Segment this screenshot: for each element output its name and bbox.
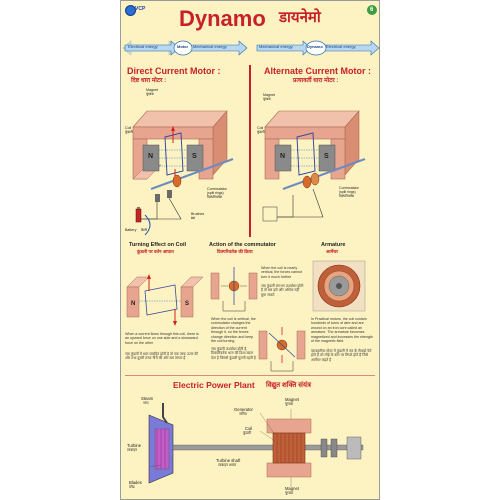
publisher-name: VCP [135, 6, 146, 12]
pp-label-coil: Coil [245, 426, 253, 431]
dc-label-coil-hi: कुंडली [125, 130, 133, 134]
turning-effect-text: When a current flows through this coil, … [125, 332, 199, 345]
turning-effect-title-hindi: कुंडली पर वर्तन आघात [137, 249, 174, 254]
armature-title: Armature [321, 242, 346, 248]
dc-label-battery-hi: बैटरी [141, 228, 147, 232]
pp-label-generator: Generator [234, 407, 253, 412]
dc-label-magnet-hi: चुम्बक [146, 92, 154, 96]
pp-label-blades-hi: ब्लेड [129, 485, 135, 489]
power-plant-divider [125, 375, 375, 376]
pp-label-turbine-shaft-hi: टरबाइन शाफ्ट [218, 463, 237, 467]
commutator-action-text-bottom-hindi: जब कुंडली ऊर्ध्वाधर होती है, दिक्परिवर्त… [211, 347, 256, 360]
armature-title-hindi: आर्मेचर [326, 249, 338, 254]
flow-left-device: Motor [177, 44, 189, 49]
flow-left-arrows [122, 40, 248, 56]
flow-left-output: Mechanical energy [193, 44, 227, 49]
vcp-logo [125, 5, 136, 16]
pp-label-magnet-top-hi: चुम्बक [285, 402, 294, 406]
ac-label-commutator-sub: (split rings) [339, 190, 356, 194]
ac-label-south: S [324, 153, 329, 160]
page-number: 6 [370, 7, 374, 13]
ac-label-coil: Coil [257, 126, 264, 130]
power-plant-title: Electric Power Plant [173, 380, 255, 390]
pp-label-steam-hi: भाप [143, 401, 149, 405]
commutator-action-text-top: When the coil is nearly vertical, the fo… [261, 266, 302, 279]
ac-motor-title: Alternate Current Motor : [264, 66, 372, 76]
ac-label-magnet: Magnet [263, 93, 275, 97]
pp-label-magnet-bottom-hi: चुम्बक [285, 491, 294, 495]
dc-motor-title-hindi: दिष्ट धारा मोटर : [131, 78, 167, 84]
ac-label-commutator-hi: दिक्परिवर्तक [339, 194, 355, 198]
flow-left-input: Electrical energy [128, 44, 158, 49]
dc-label-commutator-hi: दिक्परिवर्तक [207, 195, 223, 199]
dc-label-brushes-hi: ब्रश [191, 216, 196, 220]
commutator-action-bottom-diagram [258, 327, 306, 372]
pp-label-turbine-shaft: Turbine shaft [216, 458, 241, 463]
flow-right-device: Dynamo [307, 44, 323, 49]
pp-label-magnet-bottom: Magnet [285, 486, 299, 491]
flow-right-output: Electrical energy [326, 44, 356, 49]
dc-label-coil: Coil [125, 126, 132, 130]
dc-label-commutator-sub: (split rings) [207, 191, 224, 195]
flow-right-input: Mechanical energy [259, 44, 293, 49]
commutator-action-top-diagram [210, 267, 258, 312]
center-divider [249, 65, 251, 237]
power-plant-diagram [148, 403, 364, 487]
commutator-action-title: Action of the commutator [209, 242, 276, 248]
pp-label-blades: Blades [129, 480, 142, 485]
flow-right-arrows [256, 40, 379, 56]
pp-label-turbine: Turbine [127, 443, 142, 448]
ac-label-north: N [280, 153, 286, 160]
commutator-action-title-hindi: दिक्परिवर्तक की क्रिया [217, 249, 253, 254]
commutator-action-text-top-hindi: जब कुंडली लगभग ऊर्ध्वाधर होती है तो बल इ… [261, 284, 304, 297]
ac-motor-title-hindi: प्रत्यावर्ती धारा मोटर : [293, 78, 339, 84]
dynamo-chart: VCP 6 Dynamo डायनेमो Electrical energy M… [120, 0, 380, 500]
page-number-badge [367, 5, 377, 15]
dc-motor-title: Direct Current Motor : [127, 66, 221, 76]
dc-label-north: N [148, 153, 154, 160]
turning-effect-title: Turning Effect on Coil [129, 242, 187, 248]
armature-text: In Practical motors, the coil contain hu… [311, 317, 373, 344]
dc-motor-diagram [132, 110, 234, 236]
dc-label-commutator: Commutator [207, 187, 227, 191]
pp-label-turbine-hi: टरबाइन [127, 448, 138, 452]
ac-label-coil-hi: कुंडली [257, 130, 265, 134]
ac-label-commutator: Commutator [339, 186, 359, 190]
pp-label-steam: Steam [141, 396, 154, 401]
commutator-action-text-bottom: When the coil is vertical, the commutato… [211, 317, 256, 344]
page-title-hindi: डायनेमो [279, 9, 321, 26]
dc-label-magnet: Magnet [146, 88, 158, 92]
pp-label-coil-hi: कुंडली [243, 431, 252, 435]
page-title: Dynamo [179, 6, 266, 31]
power-plant-title-hindi: विद्युत शक्ति संयंत्र [266, 382, 311, 389]
dc-label-south: S [192, 153, 197, 160]
turning-effect-north: N [131, 301, 136, 307]
armature-text-hindi: व्यावहारिक मोटर में कुंडली में तार के सै… [311, 349, 372, 362]
turning-effect-south: S [185, 301, 190, 307]
armature-diagram [312, 260, 366, 312]
ac-label-magnet-hi: चुम्बक [263, 97, 271, 101]
ac-motor-diagram [262, 110, 366, 222]
turning-effect-diagram [126, 274, 204, 326]
dc-label-brushes: Brushes [191, 212, 205, 216]
pp-label-generator-hi: जनित्र [239, 412, 247, 416]
turning-effect-text-hindi: जब कुंडली में धारा प्रवाहित होती है तो ए… [125, 352, 199, 361]
pp-label-magnet-top: Magnet [285, 397, 299, 402]
dc-label-battery: Battery [125, 228, 137, 232]
